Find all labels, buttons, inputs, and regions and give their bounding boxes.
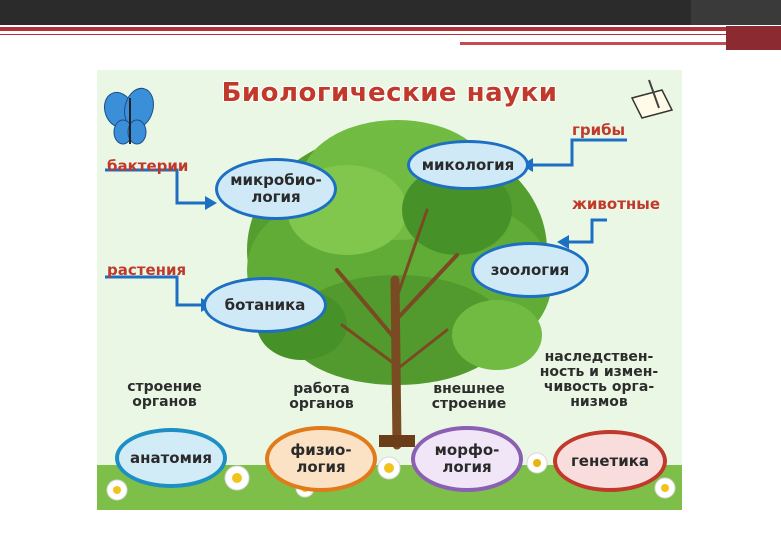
slide-top-bar <box>0 0 781 25</box>
connector-arrows <box>105 138 627 307</box>
science-botany-label: ботаника <box>224 295 306 314</box>
tree-trunk <box>335 208 459 450</box>
poster-title: Биологические науки <box>221 78 558 108</box>
science-anatomy: анатомия <box>115 428 227 488</box>
slide-divider-line-thin <box>0 34 781 35</box>
butterfly-icon <box>103 87 154 145</box>
arrow-fungi <box>529 138 627 167</box>
label-organ-work: работа органов <box>289 381 354 412</box>
label-fungi: грибы <box>572 121 626 139</box>
science-zoology: зоология <box>471 242 589 298</box>
label-plants: растения <box>107 261 187 279</box>
slide-corner-decoration <box>726 26 781 50</box>
notebook-icon <box>630 79 674 119</box>
label-animals: животные <box>572 195 661 213</box>
science-physiology: физио- логия <box>265 426 377 492</box>
science-botany: ботаника <box>203 277 327 333</box>
label-bacteria: бактерии <box>107 157 189 175</box>
science-genetics-label: генетика <box>570 451 650 470</box>
tree-base <box>379 435 415 447</box>
biology-sciences-poster: Биологические науки бактерии грибы живот… <box>97 70 682 510</box>
label-organ-structure: строение органов <box>127 379 202 410</box>
science-mycology-label: микология <box>421 155 515 174</box>
slide-divider-line <box>0 27 781 31</box>
science-physiology-label: физио- логия <box>290 441 352 476</box>
arrow-animals <box>565 218 607 244</box>
science-genetics: генетика <box>553 430 667 492</box>
science-microbiology: микробио- логия <box>215 158 337 220</box>
arrow-bacteria <box>105 168 209 205</box>
arrow-plants <box>105 275 205 307</box>
label-external-structure: внешнее строение <box>431 381 507 412</box>
science-mycology: микология <box>407 140 529 190</box>
science-zoology-label: зоология <box>490 260 570 279</box>
slide-accent-line <box>460 42 781 45</box>
science-morphology-label: морфо- логия <box>434 441 500 476</box>
label-heredity: наследствен- ность и измен- чивость орга… <box>539 349 659 410</box>
science-anatomy-label: анатомия <box>129 448 212 467</box>
science-microbiology-label: микробио- логия <box>230 171 322 206</box>
science-morphology: морфо- логия <box>411 426 523 492</box>
